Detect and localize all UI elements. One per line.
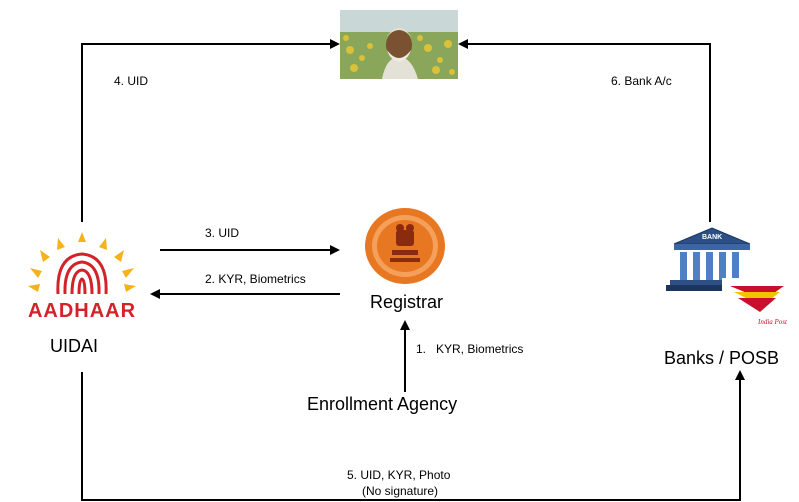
india-post-text: India Post <box>758 318 787 326</box>
edge-6-bank-account <box>458 39 711 222</box>
registrar-label: Registrar <box>370 292 444 312</box>
india-post-icon <box>730 286 784 312</box>
enrollment-agency-label: Enrollment Agency <box>307 394 458 414</box>
edge-5-label-line1: 5. UID, KYR, Photo <box>347 468 451 482</box>
aadhaar-logo-icon <box>28 232 136 295</box>
farmer-photo <box>340 10 458 79</box>
edge-4-label: 4. UID <box>114 74 149 88</box>
aadhaar-logo-text: AADHAAR <box>27 300 137 322</box>
edge-2-label: 2. KYR, Biometrics <box>205 272 306 286</box>
bank-sign: BANK <box>702 234 723 241</box>
edge-5-uid-kyr-photo <box>81 370 745 501</box>
edge-6-label: 6. Bank A/c <box>611 74 672 88</box>
registrar-emblem-icon <box>365 208 445 284</box>
edge-1-label: 1. KYR, Biometrics <box>416 342 524 356</box>
edge-3-label: 3. UID <box>205 226 240 240</box>
edge-5-label-line2: (No signature) <box>362 484 439 498</box>
registrar-emblem <box>362 206 448 286</box>
india-post-logo: India Post <box>722 278 798 330</box>
aadhaar-logo: AADHAAR <box>14 228 150 324</box>
bank-building-icon <box>666 227 758 291</box>
uidai-label: UIDAI <box>50 336 99 356</box>
edge-4-uid <box>81 39 340 222</box>
bank-building: BANK <box>666 226 758 292</box>
banks-posb-label: Banks / POSB <box>664 348 780 368</box>
